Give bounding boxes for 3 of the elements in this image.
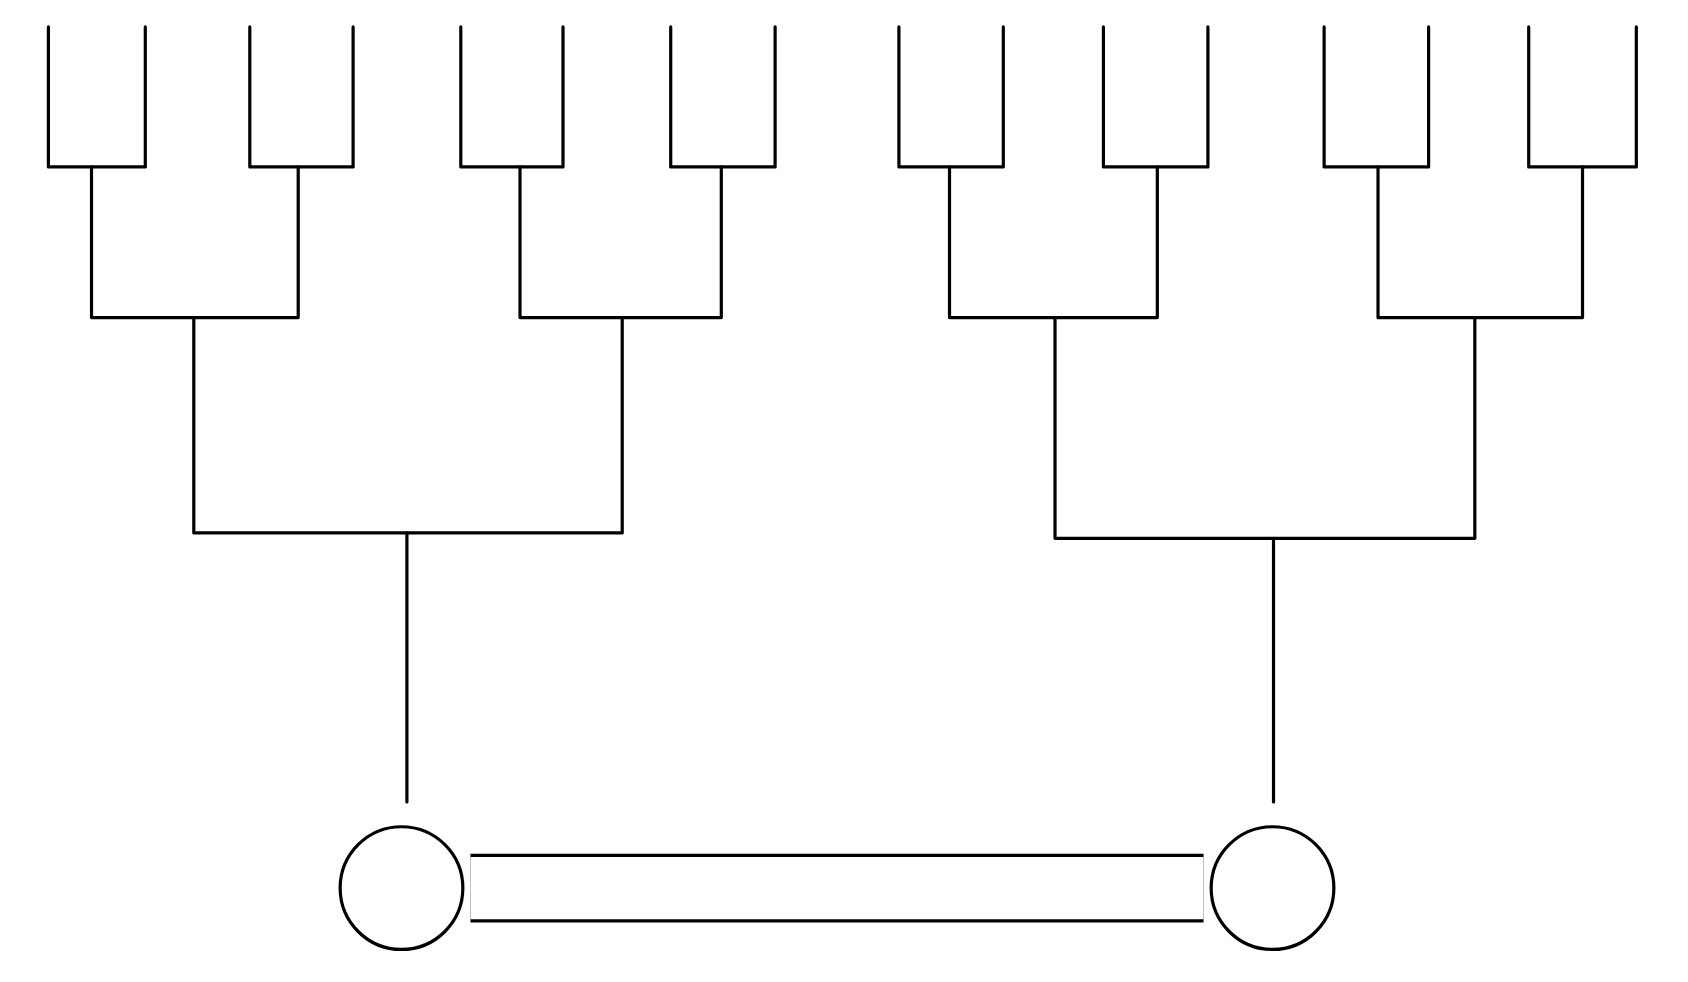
double-line	[470, 853, 1204, 923]
circle-symbol	[338, 825, 465, 952]
circle-symbol	[1209, 825, 1336, 952]
